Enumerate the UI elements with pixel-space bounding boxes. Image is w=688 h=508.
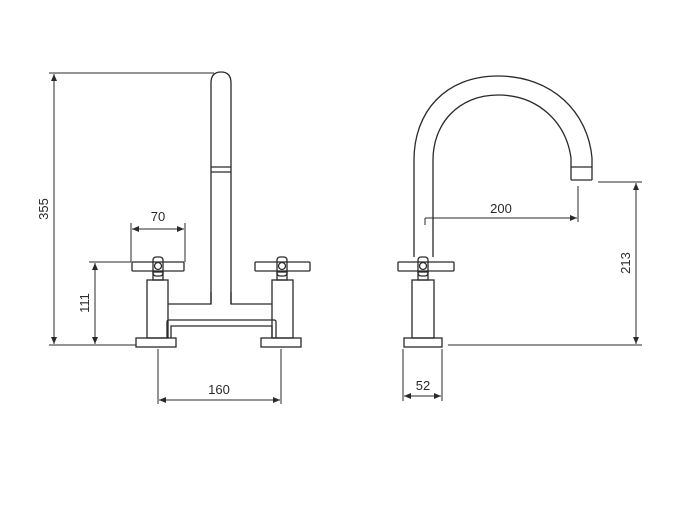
front-right-cross-handle: [254, 256, 311, 281]
front-view: 355 70 111 160: [36, 71, 311, 404]
dimension-center-spacing: 160: [157, 349, 282, 404]
front-left-cross-handle: [131, 256, 185, 281]
dimension-label-160: 160: [208, 382, 230, 397]
front-left-base-plate: [135, 337, 177, 348]
dimension-base-diameter: 52: [402, 349, 443, 401]
dimension-handle-span: 70: [130, 209, 186, 262]
side-base-plate: [403, 337, 443, 348]
dimension-label-200: 200: [490, 201, 512, 216]
front-right-valve-body: [271, 279, 294, 339]
side-valve-body: [411, 279, 435, 339]
dimension-label-52: 52: [416, 378, 430, 393]
front-spout-riser: [210, 71, 232, 304]
side-cross-handle: [397, 256, 455, 281]
front-left-valve-body: [146, 279, 169, 339]
dimension-label-213: 213: [618, 252, 633, 274]
dimension-handle-height: 111: [77, 261, 131, 346]
dimension-label-70: 70: [151, 209, 165, 224]
bridge-bar: [166, 319, 277, 338]
dimension-label-111: 111: [77, 293, 92, 313]
side-gooseneck-spout: [413, 75, 593, 257]
dimension-label-355: 355: [36, 198, 51, 220]
dimension-spout-height: 213: [448, 181, 642, 346]
dimension-total-height: 355: [36, 72, 214, 346]
side-view: 200 213 52: [397, 75, 642, 401]
front-right-base-plate: [260, 337, 302, 348]
dimension-spout-reach: 200: [424, 186, 579, 225]
